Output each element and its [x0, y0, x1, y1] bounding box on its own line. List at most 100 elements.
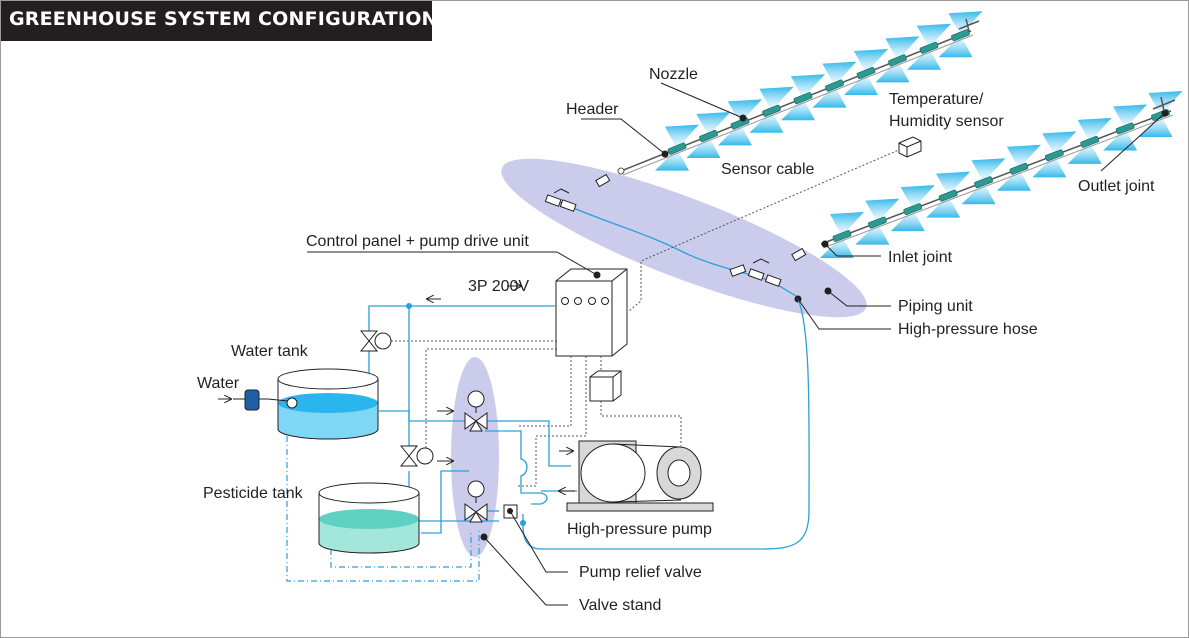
nozzle	[793, 92, 813, 105]
title-bar: GREENHOUSE SYSTEM CONFIGURATION	[1, 1, 437, 41]
nozzle	[1080, 136, 1100, 148]
mist-spray	[655, 148, 689, 171]
high-pressure-pump	[566, 440, 714, 512]
mist-spray	[938, 35, 973, 58]
water-valve-lower	[399, 445, 434, 467]
label-high-pressure-pump: High-pressure pump	[567, 521, 712, 538]
mist-spray	[1067, 141, 1102, 164]
nozzle	[938, 189, 958, 202]
mist-spray	[790, 74, 825, 99]
mist-spray	[890, 209, 925, 232]
mist-spray	[900, 185, 935, 210]
mist-spray	[853, 49, 888, 73]
mist-spray	[844, 73, 878, 95]
mist-spray	[907, 47, 941, 70]
label-temp-sensor-2: Humidity sensor	[889, 113, 1004, 130]
mist-spray	[822, 61, 857, 86]
nozzle-line-upper	[617, 11, 983, 176]
nozzle	[825, 79, 844, 92]
mist-spray	[885, 36, 920, 61]
high-pressure-hose	[522, 298, 810, 550]
mist-spray	[1032, 155, 1067, 178]
label-water-tank: Water tank	[231, 343, 309, 360]
mist-spray	[727, 99, 762, 124]
nozzle	[919, 41, 939, 54]
mist-spray	[812, 85, 847, 108]
water-valve-upper	[359, 330, 392, 352]
label-power: 3P 200V	[468, 278, 529, 295]
mist-spray	[829, 212, 864, 237]
temperature-humidity-sensor	[898, 136, 922, 158]
nozzle	[888, 54, 907, 67]
mist-spray	[865, 198, 900, 223]
label-sensor-cable: Sensor cable	[721, 161, 814, 178]
mist-spray	[1112, 104, 1148, 129]
control-panel	[555, 268, 628, 357]
three-way-valve-upper	[464, 390, 488, 432]
return-lines	[286, 436, 480, 582]
three-way-valve-lower	[464, 480, 488, 523]
page-title: GREENHOUSE SYSTEM CONFIGURATION	[9, 8, 438, 30]
nozzle	[868, 216, 887, 229]
mist-spray	[686, 136, 721, 158]
label-water: Water	[197, 375, 240, 392]
mist-spray	[948, 11, 983, 36]
nozzle	[1044, 149, 1064, 162]
mist-spray	[875, 60, 910, 83]
mist-spray	[936, 171, 971, 196]
label-valve-stand: Valve stand	[579, 597, 661, 614]
mist-spray	[996, 168, 1031, 191]
mist-spray	[696, 112, 731, 136]
mist-spray	[961, 182, 996, 205]
mist-spray	[1103, 128, 1138, 151]
mist-spray	[749, 110, 784, 133]
nozzle	[903, 203, 923, 215]
drive-unit-box	[589, 370, 622, 402]
mist-spray	[1042, 131, 1077, 156]
mist-spray	[916, 23, 951, 48]
nozzle	[1115, 122, 1135, 135]
mist-spray	[664, 124, 699, 149]
mist-spray	[1077, 117, 1112, 142]
label-control-panel: Control panel + pump drive unit	[306, 233, 529, 250]
mist-spray	[1148, 90, 1183, 115]
labels: Nozzle Header Temperature/ Humidity sens…	[197, 66, 1155, 614]
flow-arrows	[218, 286, 575, 491]
water-inlet-filter	[233, 389, 268, 411]
mist-spray	[759, 86, 794, 111]
mist-spray	[718, 123, 752, 146]
valve-stand-zone	[451, 357, 499, 557]
label-header: Header	[566, 101, 619, 118]
mist-spray	[971, 158, 1006, 183]
label-inlet-joint: Inlet joint	[888, 249, 953, 266]
label-outlet-joint: Outlet joint	[1078, 178, 1155, 195]
label-nozzle: Nozzle	[649, 66, 698, 83]
label-pesticide-tank: Pesticide tank	[203, 485, 304, 502]
nozzle	[856, 67, 876, 79]
leader-lines	[307, 82, 1166, 606]
nozzle	[762, 104, 781, 117]
label-temp-sensor-1: Temperature/	[889, 91, 984, 108]
label-pump-relief-valve: Pump relief valve	[579, 564, 702, 581]
pesticide-tank	[318, 482, 420, 554]
water-tank	[267, 368, 379, 440]
mist-spray	[855, 222, 890, 245]
label-high-pressure-hose: High-pressure hose	[898, 321, 1038, 338]
sensor-cable	[628, 148, 902, 312]
nozzle	[1009, 162, 1029, 175]
mist-spray	[781, 98, 815, 121]
nozzle	[699, 130, 718, 142]
control-wiring	[391, 340, 682, 487]
mist-spray	[820, 236, 854, 259]
mist-spray	[1138, 114, 1173, 137]
label-piping-unit: Piping unit	[898, 298, 973, 315]
mist-spray	[1006, 144, 1041, 169]
nozzle-line-lower	[820, 90, 1183, 259]
nozzle	[832, 230, 852, 242]
nozzle	[951, 29, 970, 42]
nozzle	[667, 142, 687, 155]
nozzle	[974, 176, 993, 189]
mist-spray	[926, 195, 961, 218]
